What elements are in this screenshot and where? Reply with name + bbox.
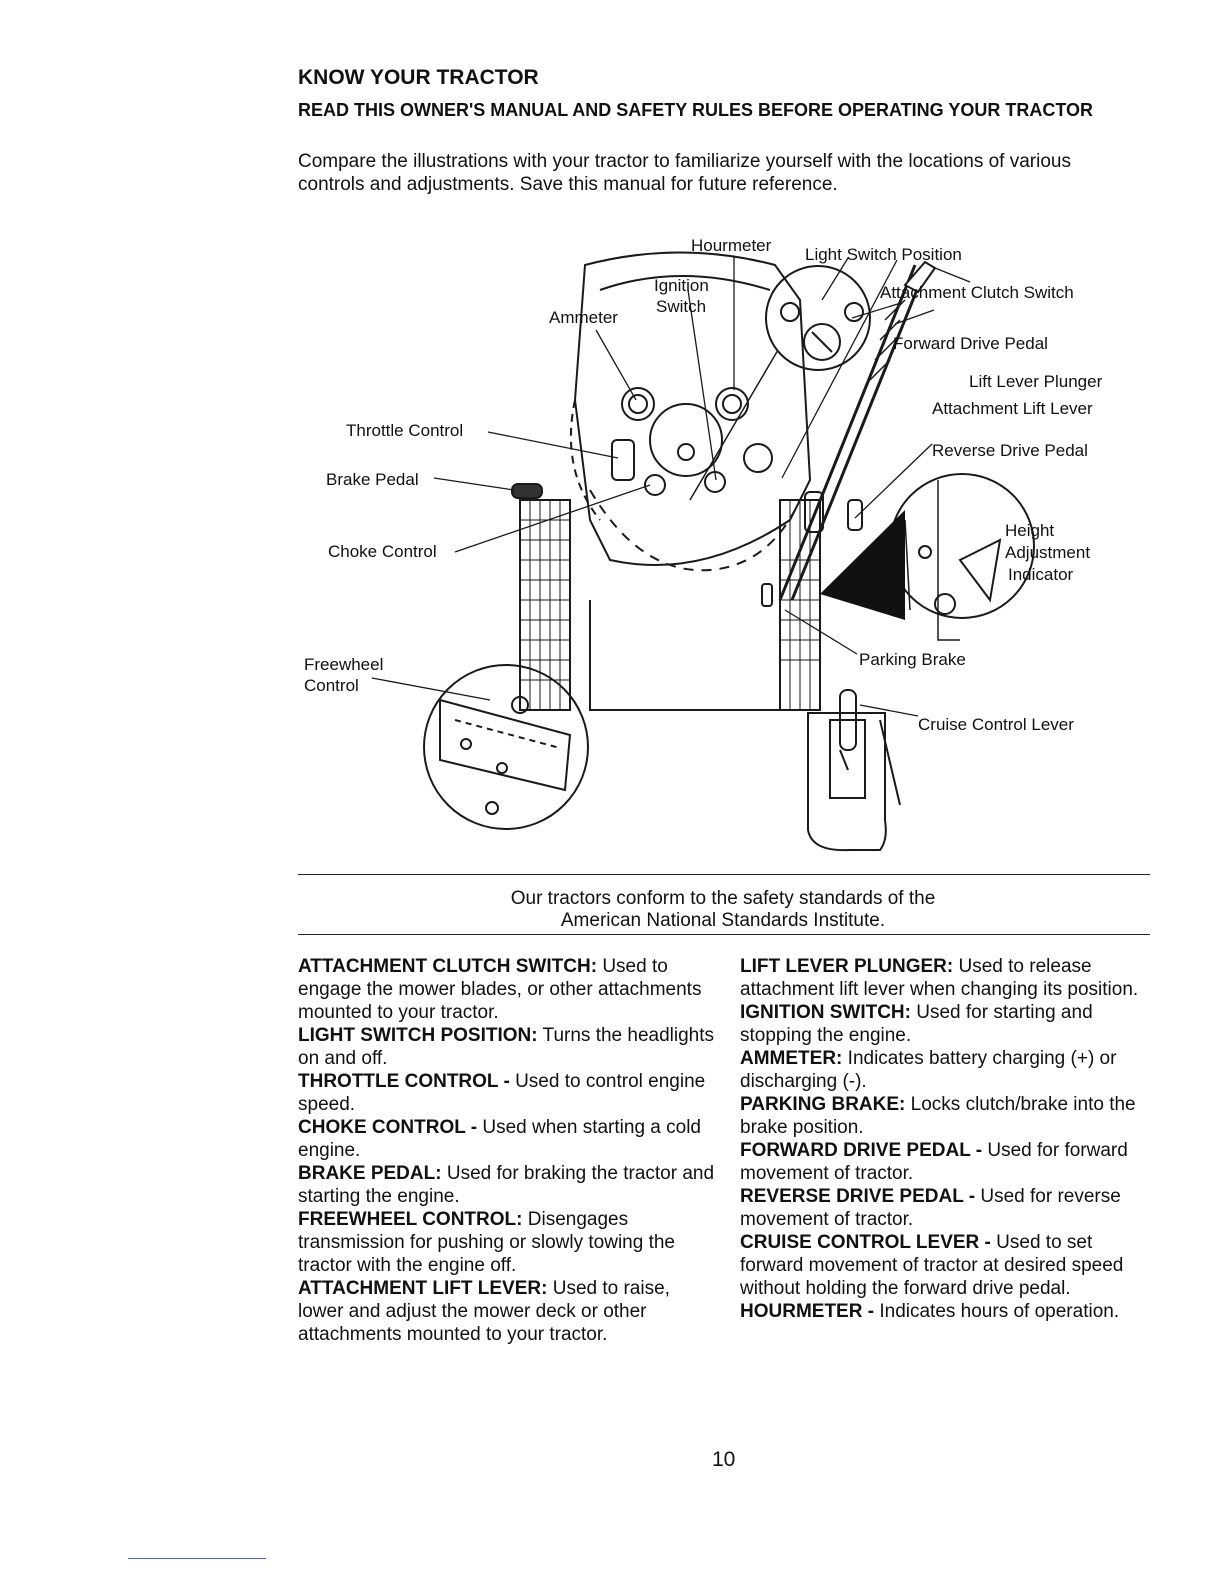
label-cruise-control-lever: Cruise Control Lever	[918, 715, 1074, 734]
page-title: KNOW YOUR TRACTOR	[298, 66, 539, 89]
definition-item: FREEWHEEL CONTROL: Disengages transmissi…	[298, 1209, 676, 1276]
cruise-control-housing	[807, 712, 887, 852]
ignition-zoom-circle	[765, 265, 871, 371]
top-rule	[298, 874, 1150, 875]
page-number: 10	[712, 1448, 736, 1471]
definition-item: PARKING BRAKE: Locks clutch/brake into t…	[740, 1094, 1136, 1138]
label-ammeter: Ammeter	[549, 308, 618, 327]
definition-item: BRAKE PEDAL: Used for braking the tracto…	[298, 1163, 715, 1207]
intro-paragraph: Compare the illustrations with your trac…	[298, 151, 1071, 195]
label-ignition: Ignition	[654, 276, 709, 295]
label-reverse-drive-pedal: Reverse Drive Pedal	[932, 441, 1088, 460]
definition-item: THROTTLE CONTROL - Used to control engin…	[298, 1071, 706, 1115]
definition-item: IGNITION SWITCH: Used for starting and s…	[740, 1002, 1093, 1046]
label-switch: Switch	[656, 297, 706, 316]
definition-item: AMMETER: Indicates battery charging (+) …	[740, 1048, 1117, 1092]
label-lift-lever-plunger: Lift Lever Plunger	[969, 372, 1103, 391]
definitions-right-column: LIFT LEVER PLUNGER: Used to release atta…	[740, 955, 1150, 1323]
standards-note-line-1: Our tractors conform to the safety stand…	[510, 888, 936, 909]
standards-note: Our tractors conform to the safety stand…	[298, 888, 1148, 932]
tractor-controls-diagram: Hourmeter Light Switch Position Ignition…	[304, 236, 1103, 852]
definition-item: HOURMETER - Indicates hours of operation…	[740, 1301, 1120, 1322]
label-forward-drive-pedal: Forward Drive Pedal	[893, 334, 1048, 353]
footer-underline	[128, 1558, 266, 1559]
standards-note-line-2: American National Standards Institute.	[560, 910, 886, 931]
label-brake-pedal: Brake Pedal	[326, 470, 419, 489]
label-light-switch-position: Light Switch Position	[805, 245, 962, 264]
definition-item: CHOKE CONTROL - Used when starting a col…	[298, 1117, 701, 1161]
label-attachment-lift-lever: Attachment Lift Lever	[932, 399, 1093, 418]
definition-item: ATTACHMENT CLUTCH SWITCH: Used to engage…	[298, 956, 702, 1023]
label-adjustment: Adjustment	[1005, 543, 1090, 562]
definition-item: CRUISE CONTROL LEVER - Used to set forwa…	[740, 1232, 1124, 1299]
ammeter-gauge	[621, 387, 655, 421]
definition-item: LIGHT SWITCH POSITION: Turns the headlig…	[298, 1025, 715, 1069]
label-hourmeter: Hourmeter	[691, 236, 772, 255]
label-freewheel: Freewheel	[304, 655, 383, 674]
definitions-left-column: ATTACHMENT CLUTCH SWITCH: Used to engage…	[298, 955, 718, 1346]
label-choke-control: Choke Control	[328, 542, 437, 561]
page-subtitle: READ THIS OWNER'S MANUAL AND SAFETY RULE…	[298, 100, 1093, 120]
definition-item: FORWARD DRIVE PEDAL - Used for forward m…	[740, 1140, 1128, 1184]
label-freewheel-control: Control	[304, 676, 359, 695]
definition-item: ATTACHMENT LIFT LEVER: Used to raise, lo…	[298, 1278, 670, 1345]
bottom-rule	[298, 934, 1150, 935]
freewheel-zoom-circle	[423, 664, 589, 830]
hourmeter-gauge	[715, 387, 749, 421]
steering-hub	[649, 403, 723, 477]
label-parking-brake: Parking Brake	[859, 650, 966, 669]
label-throttle-control: Throttle Control	[346, 421, 463, 440]
label-attachment-clutch-switch: Attachment Clutch Switch	[880, 283, 1074, 302]
label-indicator: Indicator	[1008, 565, 1074, 584]
definition-item: REVERSE DRIVE PEDAL - Used for reverse m…	[740, 1186, 1121, 1230]
label-height: Height	[1005, 521, 1054, 540]
definition-item: LIFT LEVER PLUNGER: Used to release atta…	[740, 956, 1139, 1000]
